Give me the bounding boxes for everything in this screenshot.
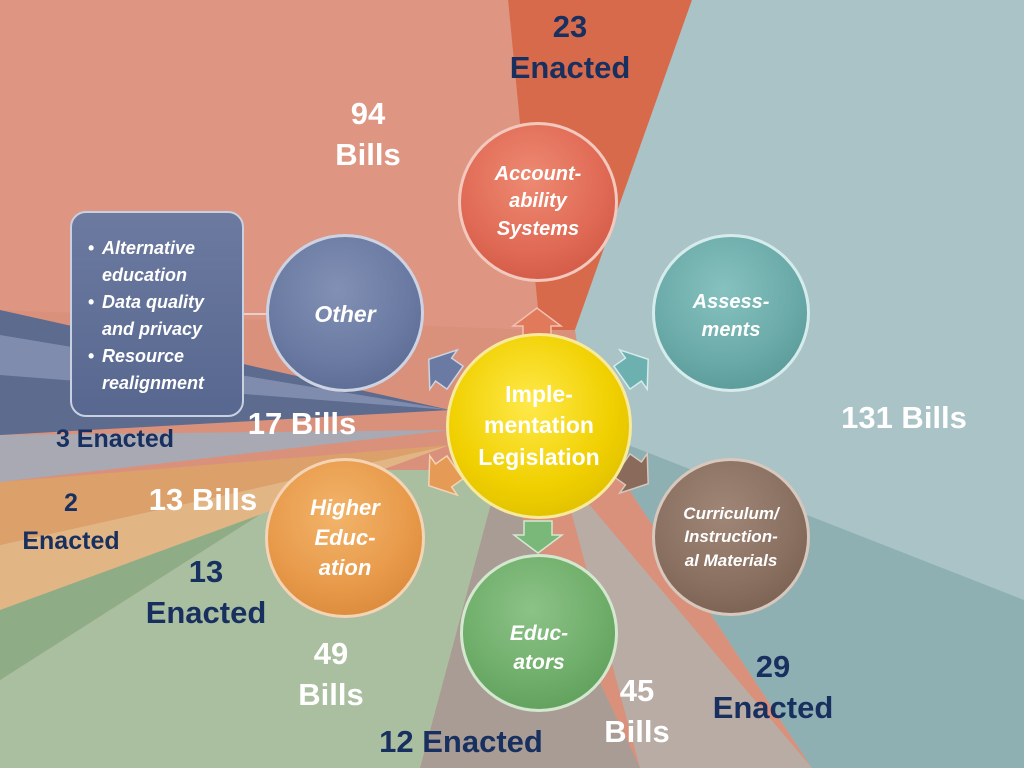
- node-line: Curriculum/: [683, 504, 779, 524]
- stat-curriculum-enacted: 29 Enacted: [700, 647, 846, 729]
- stat-line: Enacted: [22, 526, 120, 555]
- node-line: Instruction-: [684, 527, 778, 547]
- node-educators: Educ- ators: [460, 554, 618, 712]
- detail-item: Resource realignment: [88, 343, 234, 397]
- node-line: Educ-: [509, 622, 569, 645]
- stat-bills-17: 17 Bills: [238, 404, 366, 445]
- stat-line: 13 Bills: [148, 482, 258, 517]
- other-details-list: Alternative education Data quality and p…: [88, 235, 234, 397]
- arrow-to-higher-education: [428, 453, 465, 497]
- arrow-to-educators: [511, 520, 565, 554]
- stat-line: Bills: [298, 676, 364, 712]
- node-implementation-legislation: Imple- mentation Legislation: [446, 333, 632, 519]
- stat-line: 23: [552, 9, 588, 44]
- stat-line: 131 Bills: [841, 400, 967, 435]
- arrow-to-assessments: [612, 348, 649, 392]
- node-line: mentation: [484, 412, 594, 439]
- stat-educators-bills: 45 Bills: [592, 671, 682, 753]
- node-accountability-systems: Account- ability Systems: [458, 122, 618, 282]
- node-line: Higher: [310, 495, 380, 521]
- stat-other-bills: 94 Bills: [318, 94, 418, 176]
- stat-enacted-3: 3 Enacted: [40, 423, 190, 456]
- stat-assessments-bills: 131 Bills: [826, 398, 982, 439]
- node-other: Other: [266, 234, 424, 392]
- node-line: Legislation: [478, 443, 600, 470]
- node-line: ation: [318, 554, 372, 580]
- detail-item: Data quality and privacy: [88, 289, 234, 343]
- stat-higher-ed-enacted: 13 Enacted: [136, 552, 276, 634]
- stat-line: 13: [188, 554, 224, 589]
- detail-item: Alternative education: [88, 235, 234, 289]
- stat-line: 45: [619, 673, 655, 708]
- stat-line: 29: [755, 649, 791, 684]
- stat-higher-ed-bills: 49 Bills: [285, 634, 377, 716]
- stat-line: 94: [350, 96, 386, 131]
- stat-accountability-enacted: 23 Enacted: [495, 7, 645, 89]
- node-line: Systems: [496, 217, 580, 240]
- stat-bills-13: 13 Bills: [138, 480, 268, 521]
- stat-line: Bills: [604, 713, 670, 749]
- node-line: Account-: [494, 162, 582, 185]
- stat-line: Enacted: [712, 689, 834, 725]
- node-line: Other: [314, 301, 376, 327]
- node-line: ability: [509, 190, 567, 213]
- node-line: al Materials: [684, 550, 778, 570]
- stat-enacted-2: 2 Enacted: [6, 485, 136, 560]
- stat-line: 12 Enacted: [379, 724, 543, 759]
- stat-line: 49: [313, 636, 349, 671]
- stat-line: Enacted: [145, 594, 267, 630]
- stat-line: 17 Bills: [247, 406, 357, 441]
- node-line: Educ-: [314, 525, 376, 551]
- stat-line: 3 Enacted: [55, 425, 175, 453]
- stat-educators-enacted: 12 Enacted: [366, 722, 556, 763]
- segment-higher-ed-green-dark: [0, 470, 330, 680]
- node-curriculum-instructional-materials: Curriculum/ Instruction- al Materials: [652, 458, 810, 616]
- node-line: Assess-: [692, 291, 770, 313]
- node-line: Imple-: [505, 381, 573, 408]
- stat-line: 2: [64, 489, 78, 517]
- segment-other-grey: [0, 430, 450, 482]
- node-higher-education: Higher Educ- ation: [265, 458, 425, 618]
- arrow-to-other: [428, 348, 465, 392]
- other-details-callout: Alternative education Data quality and p…: [70, 211, 244, 417]
- node-assessments: Assess- ments: [652, 234, 810, 392]
- stat-line: Bills: [335, 136, 401, 172]
- segment-educators-light: [560, 470, 812, 768]
- stat-line: Enacted: [509, 49, 631, 85]
- node-line: ments: [701, 318, 761, 341]
- node-line: ators: [513, 651, 565, 675]
